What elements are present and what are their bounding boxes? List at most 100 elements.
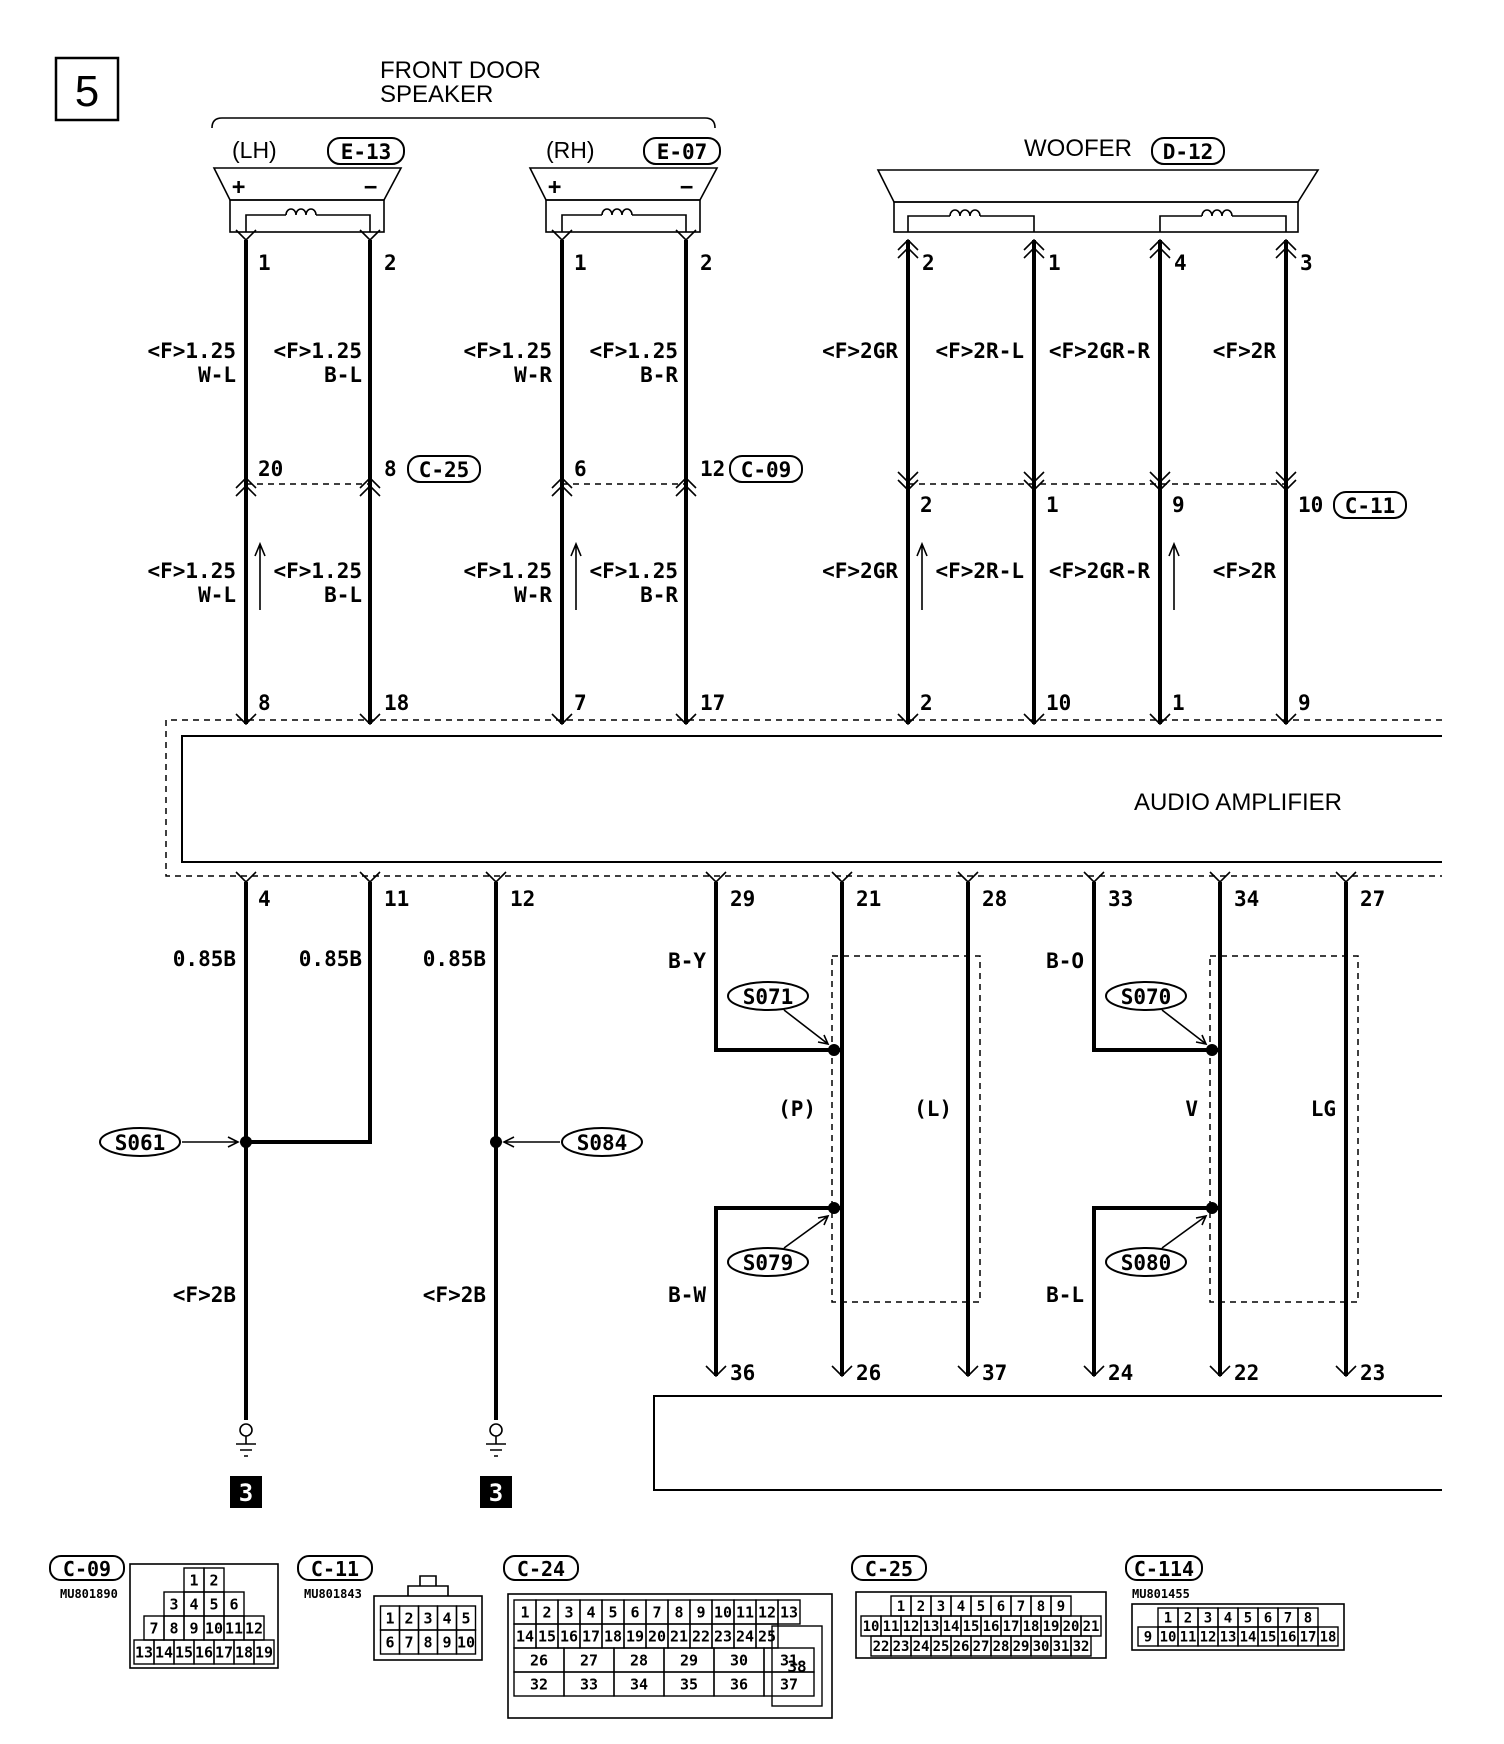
connector-pin-number: 9 xyxy=(1057,1599,1065,1615)
connector-view-c09-part: MU801890 xyxy=(60,1587,118,1601)
connector-pin-number: 26 xyxy=(953,1639,970,1655)
connector-pin-number: 1 xyxy=(385,1609,394,1627)
ground-symbol-icon xyxy=(489,1423,503,1437)
connector-pin-number: 13 xyxy=(780,1603,798,1621)
connector-pin-number: 6 xyxy=(1264,1611,1272,1627)
connector-pin-number: 16 xyxy=(983,1619,1000,1635)
connector-pin: 20 xyxy=(258,457,283,481)
wire-label: <F>1.25 xyxy=(589,339,678,363)
connector-d12-label: D-12 xyxy=(1163,140,1214,164)
amp-pin: 11 xyxy=(384,887,409,911)
amp-pin: 4 xyxy=(258,887,271,911)
connector-pin-number: 5 xyxy=(209,1595,218,1613)
wire-label: B-L xyxy=(1046,1283,1084,1307)
connector-view-c09-label: C-09 xyxy=(63,1557,111,1581)
connector-pin-number: 11 xyxy=(883,1619,900,1635)
connector-pin-number: 31 xyxy=(1053,1639,1070,1655)
connector-pin-number: 17 xyxy=(582,1627,600,1645)
splice-s070: S070 xyxy=(1121,985,1172,1009)
wire-label: <F>2B xyxy=(423,1283,486,1307)
connector-pin-number: 14 xyxy=(516,1627,534,1645)
wire-label: B-W xyxy=(668,1283,706,1307)
connector-pin-number: 23 xyxy=(714,1627,732,1645)
connector-pin-number: 9 xyxy=(189,1619,198,1637)
connector-view-c09 xyxy=(129,1563,279,1669)
connector-pin-number: 9 xyxy=(1144,1630,1152,1646)
amp-pin: 18 xyxy=(384,691,409,715)
connector-pin-number: 2 xyxy=(1184,1611,1192,1627)
connector-pin-number: 3 xyxy=(1204,1611,1212,1627)
connector-pin-number: 11 xyxy=(225,1619,243,1637)
amp-pin: 12 xyxy=(510,887,535,911)
connector-view-c114 xyxy=(1131,1603,1345,1651)
connector-view-c11-part: MU801843 xyxy=(304,1587,362,1601)
wire-label: <F>2R xyxy=(1213,339,1277,363)
woofer: WOOFER D-12 2 1 4 3 xyxy=(876,135,1320,275)
connector-pin-number: 5 xyxy=(977,1599,985,1615)
connector-e13-label: E-13 xyxy=(341,140,392,164)
connector-pin-number: 15 xyxy=(538,1627,556,1645)
connector-pin-number: 21 xyxy=(1083,1619,1100,1635)
connector-pin-number: 6 xyxy=(997,1599,1005,1615)
unit-pin: 26 xyxy=(856,1361,881,1385)
wire-label: 0.85B xyxy=(173,947,236,971)
unit-pin: 24 xyxy=(1108,1361,1133,1385)
connector-pin-number: 20 xyxy=(648,1627,666,1645)
speaker-lh: (LH) E-13 + − 1 2 xyxy=(212,137,405,275)
connector-pin-number: 7 xyxy=(1284,1611,1292,1627)
connector-pin-cell xyxy=(253,1639,275,1665)
connector-pin-number: 10 xyxy=(714,1603,732,1621)
connector-pin-number: 18 xyxy=(1320,1630,1337,1646)
wire-label: <F>1.25 xyxy=(273,339,362,363)
amp-pin: 33 xyxy=(1108,887,1133,911)
connector-pin-number: 25 xyxy=(758,1627,776,1645)
connector-c11-label: C-11 xyxy=(1345,494,1396,518)
connector-view-c25 xyxy=(855,1591,1107,1659)
wire-label: B-O xyxy=(1046,949,1084,973)
connector-pin-number: 21 xyxy=(670,1627,688,1645)
ground-wires: 0.85B 0.85B 0.85B <F>2B <F>2B S061 S084 … xyxy=(99,882,643,1508)
wire-label: B-R xyxy=(640,583,678,607)
connector-pin-number: 33 xyxy=(580,1675,598,1693)
splice-s079: S079 xyxy=(743,1251,794,1275)
connector-pin-number: 36 xyxy=(730,1675,748,1693)
wire-label: <F>2GR xyxy=(822,559,898,583)
flow-arrows xyxy=(254,541,1180,610)
connector-pin-number: 4 xyxy=(1224,1611,1232,1627)
connector-pin: 1 xyxy=(1046,493,1059,517)
connector-pin-number: 7 xyxy=(149,1619,158,1637)
wire-label: (P) xyxy=(778,1097,816,1121)
connector-view-c114-part: MU801455 xyxy=(1132,1587,1190,1601)
intermediate-connectors: 20 8 C-25 6 12 C-09 2 1 9 10 C-11 xyxy=(235,455,1407,519)
connector-pin-number: 29 xyxy=(680,1651,698,1669)
speaker-rh-side: (RH) xyxy=(546,137,595,163)
wire-label: <F>1.25 xyxy=(273,559,362,583)
connector-pin-number: 32 xyxy=(1073,1639,1090,1655)
connector-pin-number: 13 xyxy=(923,1619,940,1635)
connector-pin: 9 xyxy=(1172,493,1185,517)
connector-pin-number: 27 xyxy=(580,1651,598,1669)
wire-label: B-R xyxy=(640,363,678,387)
ground-ref-box xyxy=(480,1476,512,1508)
connector-pin-number: 6 xyxy=(630,1603,639,1621)
connector-pin-number: 3 xyxy=(423,1609,432,1627)
connector-pin-cell xyxy=(771,1625,823,1707)
wire-label: <F>2GR xyxy=(822,339,898,363)
connector-pin-number: 28 xyxy=(993,1639,1010,1655)
wire-label: <F>1.25 xyxy=(463,559,552,583)
connector-pin-cell xyxy=(1317,1626,1339,1647)
amp-pin: 29 xyxy=(730,887,755,911)
connector-pin-number: 16 xyxy=(560,1627,578,1645)
connector-pin-number: 34 xyxy=(630,1675,648,1693)
splice-s084: S084 xyxy=(577,1131,628,1155)
connector-view-c25-label: C-25 xyxy=(865,1557,913,1581)
connector-pin-number: 4 xyxy=(957,1599,965,1615)
bottom-unit-box xyxy=(653,1395,1442,1491)
connector-pin-number: 32 xyxy=(530,1675,548,1693)
wire-label: B-L xyxy=(324,363,362,387)
